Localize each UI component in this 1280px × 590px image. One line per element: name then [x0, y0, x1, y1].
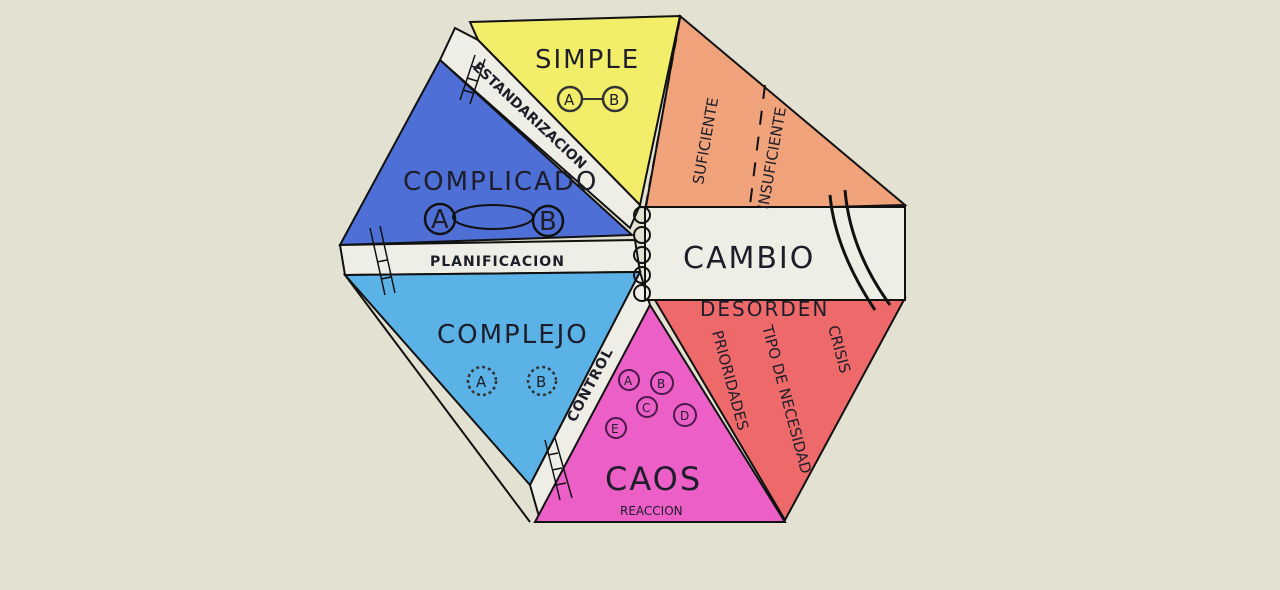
node-b: B	[539, 207, 559, 237]
desorden-title: DESORDEN	[700, 297, 829, 321]
node-b: B	[609, 91, 619, 109]
node-b: B	[657, 377, 665, 391]
ladder-icon	[369, 54, 573, 501]
node-d: D	[680, 409, 689, 423]
planificacion-label: PLANIFICACION	[430, 254, 565, 270]
caos-domain	[533, 302, 787, 523]
node-a: A	[431, 205, 451, 235]
cambio-label: CAMBIO	[683, 241, 815, 276]
complicado-title: COMPLICADO	[403, 167, 598, 197]
outline-line	[344, 274, 531, 523]
divider-line	[644, 17, 681, 211]
node-a: A	[564, 91, 575, 109]
node-e: E	[611, 422, 619, 436]
caos-title: CAOS	[605, 460, 702, 498]
node-c: C	[642, 401, 650, 415]
complejo-title: COMPLEJO	[437, 320, 589, 350]
scroll-curl-icon	[828, 189, 892, 311]
spiral-binding-icon	[633, 206, 651, 302]
divider-line	[749, 84, 766, 206]
caos-subtitle: REACCION	[620, 504, 683, 518]
complicado-domain	[338, 58, 635, 247]
node-b: B	[536, 373, 546, 391]
node-a: A	[476, 373, 487, 391]
simple-title: SIMPLE	[535, 45, 640, 75]
node-a: A	[624, 374, 633, 388]
